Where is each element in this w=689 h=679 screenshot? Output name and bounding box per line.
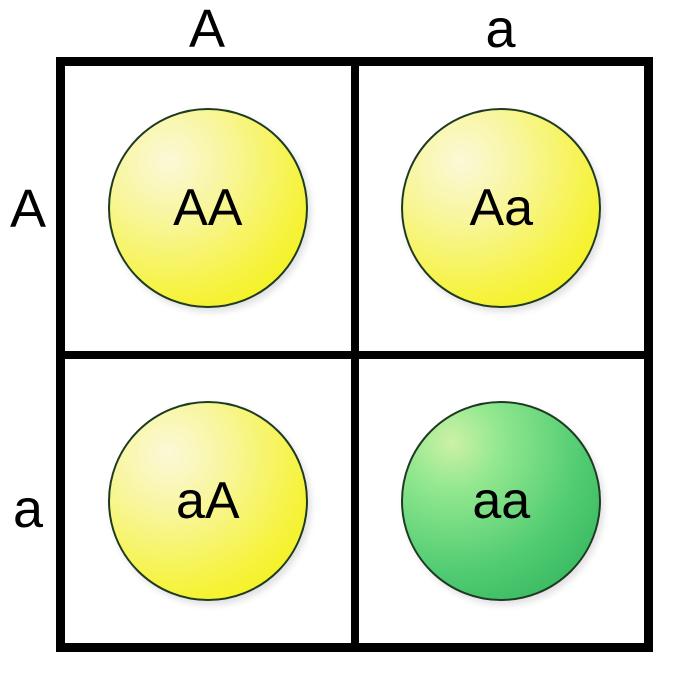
column-header-A: A (188, 0, 226, 59)
genotype-label-aa: aa (472, 471, 531, 530)
row-header-a: a (12, 479, 44, 539)
column-header-a: a (485, 0, 516, 59)
allele-circle-aa: aa (401, 400, 602, 601)
cell-Aa: Aa (358, 66, 644, 351)
punnett-grid: AA Aa aA aa (56, 57, 653, 652)
allele-circle-Aa: Aa (401, 108, 602, 309)
genotype-label-aA: aA (175, 471, 240, 530)
cell-AA: AA (65, 66, 351, 351)
genotype-label-AA: AA (173, 179, 243, 238)
cell-aA: aA (65, 358, 351, 643)
cell-aa: aa (358, 358, 644, 643)
allele-circle-aA: aA (107, 400, 308, 601)
allele-circle-AA: AA (107, 108, 308, 309)
genotype-label-Aa: Aa (469, 179, 534, 238)
row-header-A: A (9, 179, 47, 239)
